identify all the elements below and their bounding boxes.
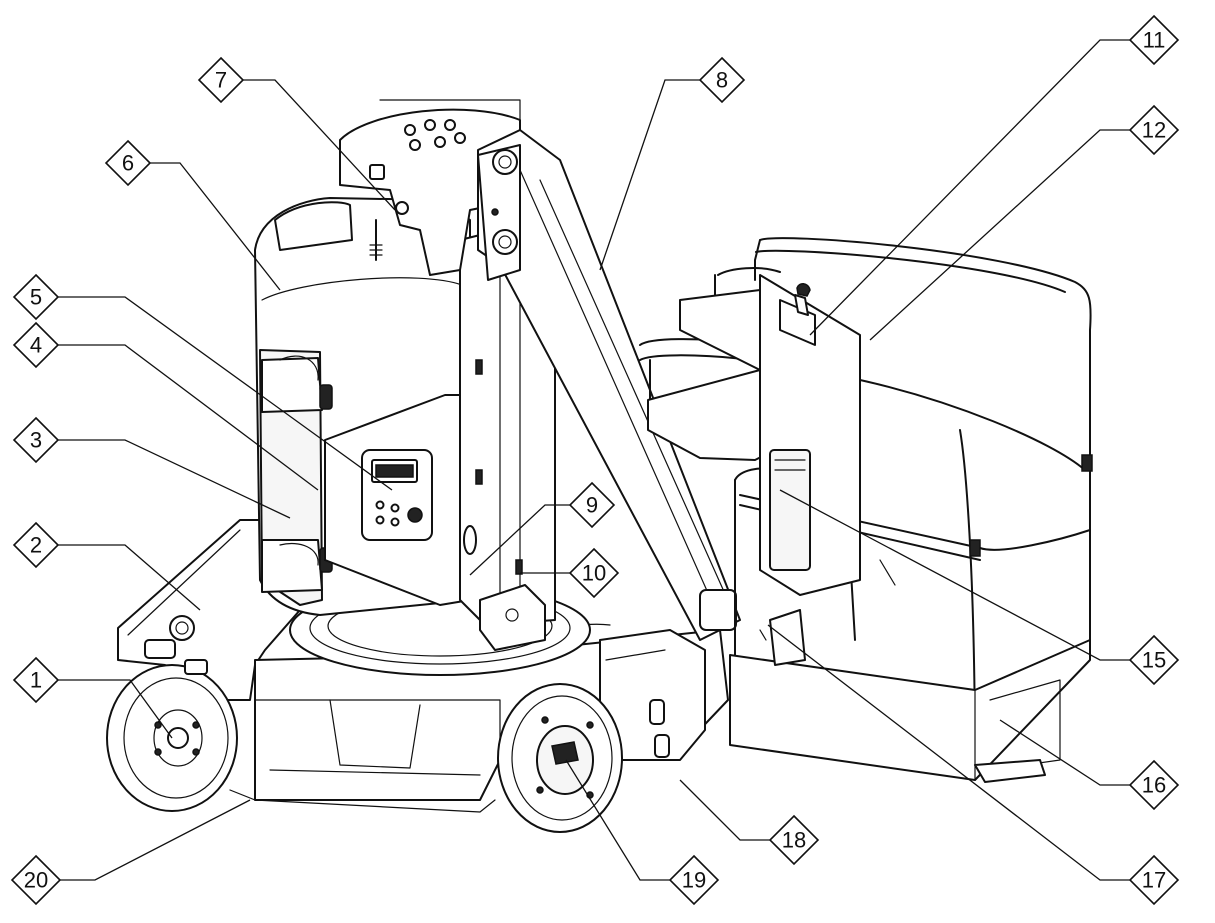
control-panel [324, 394, 471, 606]
platform-basket [639, 237, 1093, 783]
callout-18: 18 [768, 814, 820, 866]
leader-17 [767, 624, 1130, 881]
svg-text:5: 5 [30, 285, 42, 310]
leader-6 [150, 162, 281, 291]
callouts: 1 2 3 4 5 6 7 8 [10, 14, 1180, 906]
svg-text:10: 10 [582, 561, 606, 586]
leader-8 [599, 79, 700, 271]
svg-text:11: 11 [1143, 28, 1166, 53]
svg-text:15: 15 [1142, 648, 1166, 673]
svg-text:12: 12 [1142, 118, 1166, 143]
svg-text:18: 18 [782, 828, 806, 853]
leader-1 [58, 679, 173, 739]
callout-10: 10 [568, 547, 620, 599]
mast-head [339, 99, 521, 276]
svg-text:3: 3 [30, 428, 42, 453]
callout-2: 2 [12, 521, 60, 569]
svg-text:7: 7 [215, 68, 227, 93]
leader-lines [58, 39, 1130, 881]
leader-16 [999, 719, 1130, 786]
mast [459, 229, 556, 651]
machine-illustration [106, 99, 1093, 833]
leader-12 [869, 129, 1130, 341]
leader-15 [779, 489, 1130, 661]
leader-19 [565, 759, 670, 881]
callout-3: 3 [12, 416, 60, 464]
svg-text:2: 2 [30, 533, 42, 558]
svg-text:6: 6 [122, 151, 134, 176]
callout-19: 19 [668, 854, 720, 906]
leader-9 [469, 504, 570, 576]
callout-6: 6 [104, 139, 152, 187]
leader-20 [60, 799, 251, 881]
steer-cluster [144, 615, 208, 675]
callout-20: 20 [10, 854, 62, 906]
leader-7 [243, 79, 396, 211]
callout-11: 11 [1128, 14, 1180, 66]
leader-2 [58, 544, 201, 611]
callout-8: 8 [698, 56, 746, 104]
rear-wheel [497, 683, 623, 833]
callout-4: 4 [12, 321, 60, 369]
svg-text:9: 9 [586, 493, 598, 518]
svg-text:16: 16 [1142, 773, 1166, 798]
leader-11 [809, 39, 1130, 336]
callout-7: 7 [197, 56, 245, 104]
svg-text:17: 17 [1142, 868, 1166, 893]
callout-15: 15 [1128, 634, 1180, 686]
svg-text:20: 20 [24, 868, 48, 893]
callout-5: 5 [12, 273, 60, 321]
callout-1: 1 [12, 656, 60, 704]
jib-arm [477, 129, 741, 641]
svg-text:1: 1 [30, 668, 42, 693]
callout-16: 16 [1128, 759, 1180, 811]
leader-5 [58, 296, 393, 491]
callout-17: 17 [1128, 854, 1180, 906]
leader-4 [58, 344, 319, 491]
callout-9: 9 [568, 481, 616, 529]
callout-12: 12 [1128, 104, 1180, 156]
svg-text:4: 4 [30, 333, 42, 358]
leader-3 [58, 439, 291, 519]
svg-text:19: 19 [682, 868, 706, 893]
svg-text:8: 8 [716, 68, 728, 93]
leader-18 [679, 779, 770, 841]
